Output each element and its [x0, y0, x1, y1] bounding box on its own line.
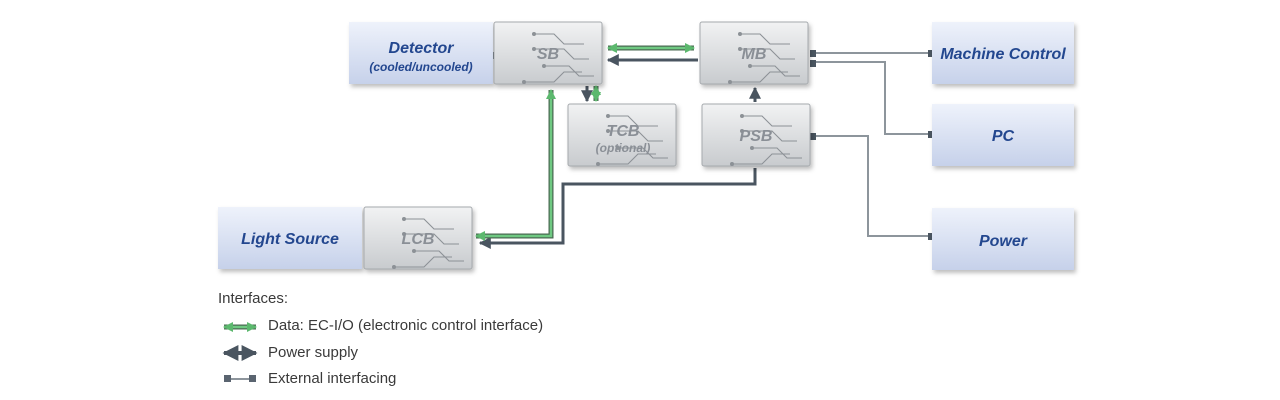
legend-title: Interfaces:	[218, 290, 288, 307]
power-label: Power	[979, 233, 1028, 250]
tcb-board: TCB (optional)	[567, 103, 677, 167]
power-psb-lcb	[478, 168, 757, 249]
port-icon	[249, 375, 256, 382]
data-lines	[475, 43, 695, 241]
legend-label-external: External interfacing	[268, 370, 396, 387]
psb-board: PSB	[701, 103, 811, 167]
light-source-label: Light Source	[241, 231, 339, 248]
pc-box: PC	[932, 104, 1074, 166]
mb-board: MB	[699, 21, 809, 85]
legend-item-power: Power supply	[222, 344, 359, 361]
legend-item-external: External interfacing	[224, 370, 396, 387]
line-mb-pc	[812, 61, 932, 135]
external-lines	[812, 52, 932, 237]
pc-label: PC	[992, 128, 1015, 145]
power-box: Power	[932, 208, 1074, 270]
data-sb-lcb	[475, 89, 556, 241]
lcb-label: LCB	[402, 231, 435, 248]
lcb-board: LCB	[363, 206, 473, 270]
power-lines	[478, 54, 761, 249]
machine-control-label: Machine Control	[940, 46, 1066, 63]
light-source-box: Light Source	[218, 207, 362, 269]
tcb-label: TCB	[607, 123, 640, 140]
legend-label-data: Data: EC-I/O (electronic control interfa…	[268, 317, 543, 334]
legend-label-power: Power supply	[268, 344, 359, 361]
legend-item-data: Data: EC-I/O (electronic control interfa…	[223, 317, 543, 334]
port-icon	[224, 375, 231, 382]
mb-label: MB	[742, 46, 767, 63]
detector-label: Detector	[389, 40, 455, 57]
psb-label: PSB	[740, 128, 773, 145]
line-psb-power	[812, 135, 932, 237]
machine-control-box: Machine Control	[932, 22, 1074, 84]
sb-board: SB	[493, 21, 603, 85]
legend: Interfaces: Data: EC-I/O (electronic con…	[218, 290, 543, 387]
sb-label: SB	[537, 46, 559, 63]
detector-sublabel: (cooled/uncooled)	[369, 60, 472, 74]
tcb-sublabel: (optional)	[596, 141, 651, 155]
detector-box: Detector (cooled/uncooled)	[349, 22, 493, 84]
